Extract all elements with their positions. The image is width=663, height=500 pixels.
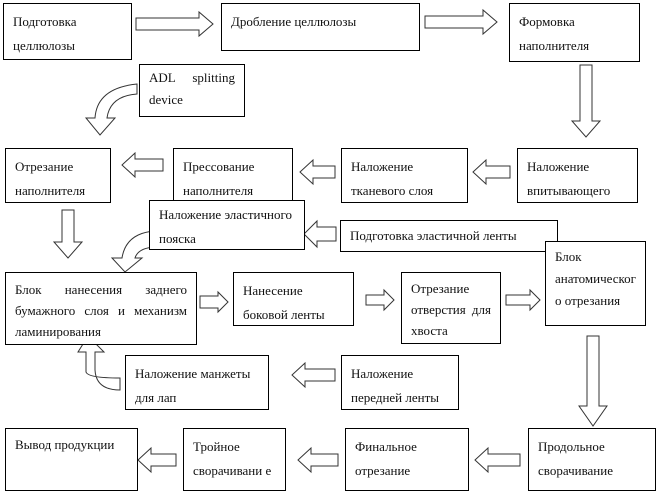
step-filler-cut: Отрезание наполнителя xyxy=(5,148,111,203)
arrow-left-icon xyxy=(299,158,336,186)
arrow-left-icon xyxy=(291,361,336,389)
step-label: Наложение впитывающего xyxy=(527,159,611,198)
step-absorbent: Наложение впитывающего xyxy=(517,148,638,203)
arrow-down-icon xyxy=(52,209,84,259)
arrow-right-icon xyxy=(365,288,395,312)
arrow-left-icon xyxy=(137,446,177,474)
step-label: Отрезание отверстия для хвоста xyxy=(411,281,491,338)
step-label: Продольное сворачивание xyxy=(538,439,613,478)
arrow-down-icon xyxy=(578,335,608,427)
step-label: Наложение тканевого слоя xyxy=(351,159,434,198)
arrow-right-icon xyxy=(199,290,229,314)
arrow-down-icon xyxy=(570,64,602,138)
step-elastic-belt: Наложение эластичного пояска xyxy=(149,200,305,250)
arrow-left-icon xyxy=(121,151,164,179)
step-label: Наложение манжеты для лап xyxy=(135,366,251,405)
step-filler-forming: Формовка наполнителя xyxy=(509,3,640,62)
step-fabric: Наложение тканевого слоя xyxy=(341,148,468,203)
step-label: Отрезание наполнителя xyxy=(15,159,86,198)
step-output: Вывод продукции xyxy=(5,428,138,491)
arrow-right-icon xyxy=(135,10,214,38)
curved-arrow-icon xyxy=(110,230,156,273)
step-adl: ADL splitting device xyxy=(139,64,245,117)
step-anatomic-cut: Блок анатомическог о отрезания xyxy=(545,241,646,326)
step-elastic-tape-prep: Подготовка эластичной ленты xyxy=(340,220,558,252)
step-label: Блок анатомическог о отрезания xyxy=(555,249,636,308)
arrow-left-icon xyxy=(303,219,337,249)
arrow-left-icon xyxy=(297,446,339,474)
step-side-tape: Нанесение боковой ленты xyxy=(233,272,354,326)
step-label: Финальное отрезание xyxy=(355,439,417,478)
step-label: Дробление целлюлозы xyxy=(231,14,357,29)
step-label: Прессование наполнителя xyxy=(183,159,255,198)
arrow-left-icon xyxy=(474,446,521,474)
step-label: Подготовка эластичной ленты xyxy=(350,228,517,243)
arrow-right-icon xyxy=(424,8,498,36)
step-cellulose-prep: Подготовка целлюлозы xyxy=(3,3,132,60)
step-label: Наложение передней ленты xyxy=(351,366,440,405)
step-paw-cuff: Наложение манжеты для лап xyxy=(125,355,269,410)
step-label: Формовка наполнителя xyxy=(519,14,590,53)
step-label: Вывод продукции xyxy=(15,437,115,452)
step-label: Нанесение боковой ленты xyxy=(243,283,325,322)
arrow-left-icon xyxy=(472,158,511,186)
step-label: Наложение эластичного пояска xyxy=(159,207,292,246)
step-label: Тройное сворачивани е xyxy=(193,439,272,478)
step-front-tape: Наложение передней ленты xyxy=(341,355,459,410)
step-tail-hole: Отрезание отверстия для хвоста xyxy=(401,272,501,344)
curved-arrow-icon xyxy=(84,83,138,136)
step-label: Подготовка целлюлозы xyxy=(13,14,77,53)
step-triple-fold: Тройное сворачивани е xyxy=(183,428,286,491)
step-longitudinal-fold: Продольное сворачивание xyxy=(528,428,656,491)
step-final-cut: Финальное отрезание xyxy=(345,428,469,491)
step-label: Блок нанесения заднего бумажного слоя и … xyxy=(15,282,187,339)
step-back-layer: Блок нанесения заднего бумажного слоя и … xyxy=(5,272,197,345)
step-label: ADL splitting device xyxy=(149,70,235,107)
step-cellulose-crush: Дробление целлюлозы xyxy=(221,3,420,51)
step-pressing: Прессование наполнителя xyxy=(173,148,293,203)
arrow-right-icon xyxy=(505,288,541,312)
